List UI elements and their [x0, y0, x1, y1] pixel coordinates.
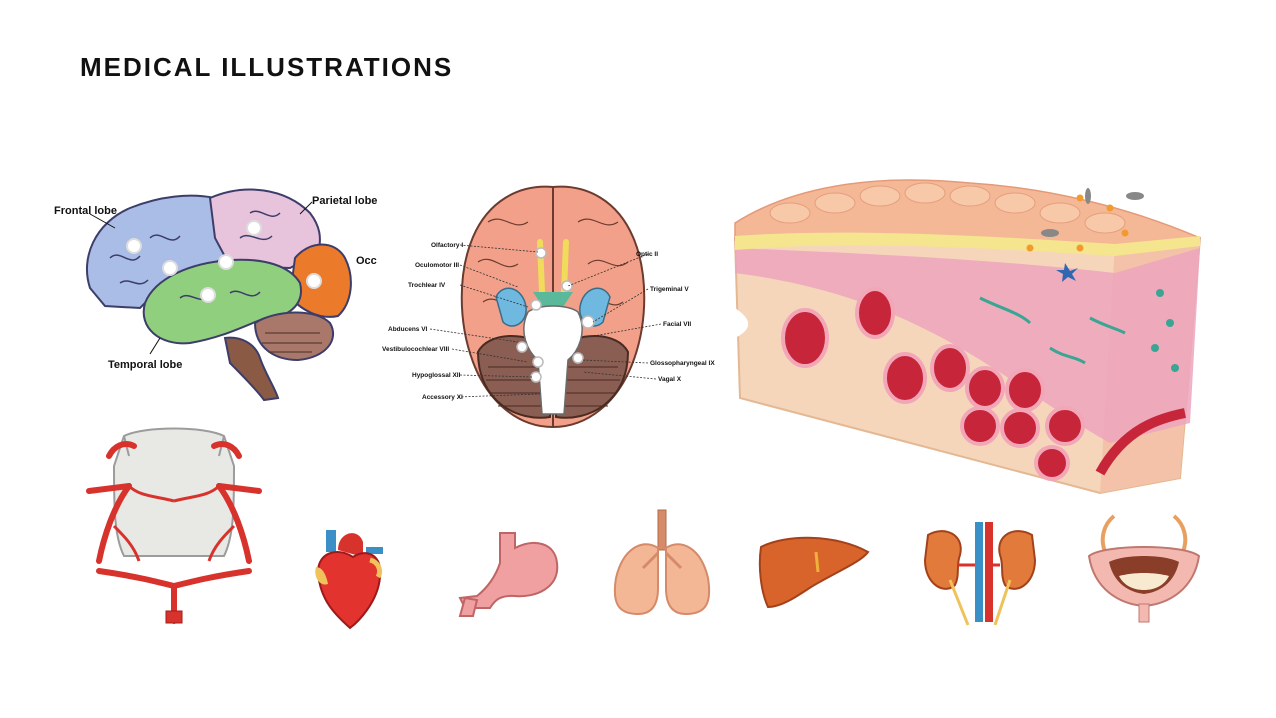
label-trigeminal: Trigeminal V [650, 286, 689, 293]
label-oculomotor: Oculomotor III [415, 262, 459, 269]
label-temporal-lobe: Temporal lobe [108, 359, 182, 371]
temporal-lobe-region [142, 258, 302, 345]
circle-of-willis-illustration [86, 427, 262, 624]
skin-cross-section-illustration [733, 179, 1202, 495]
liver-icon [758, 536, 870, 609]
label-glossopharyngeal: Glossopharyngeal IX [650, 360, 715, 367]
label-optic: Optic II [636, 251, 658, 258]
label-abducens: Abducens VI [388, 326, 428, 333]
label-parietal-lobe: Parietal lobe [312, 195, 377, 207]
brainstem-inferior [523, 305, 583, 415]
label-occipital-lobe: Occ [356, 255, 377, 267]
stomach-icon [458, 532, 559, 617]
label-accessory: Accessory XI [422, 394, 463, 401]
label-facial: Facial VII [663, 321, 691, 328]
label-vagal: Vagal X [658, 376, 682, 383]
label-frontal-lobe: Frontal lobe [54, 205, 117, 217]
brain-lateral-illustration: Frontal lobe Parietal lobe Occ Temporal … [54, 188, 377, 402]
page-title: MEDICAL ILLUSTRATIONS [80, 52, 454, 82]
label-vestibulocochlear: Vestibulocochlear VIII [382, 346, 449, 353]
brain-inferior-illustration: Olfactory I Oculomotor III Trochlear IV … [382, 185, 715, 429]
label-olfactory: Olfactory I [431, 242, 463, 249]
lungs-icon [613, 509, 711, 616]
label-hypoglossal: Hypoglossal XII [412, 372, 461, 379]
heart-icon [315, 530, 383, 630]
cerebellum-region [253, 311, 335, 362]
brainstem-region [223, 336, 280, 402]
bladder-icon [1087, 514, 1201, 623]
kidneys-icon [923, 522, 1037, 626]
label-trochlear: Trochlear IV [408, 282, 446, 289]
